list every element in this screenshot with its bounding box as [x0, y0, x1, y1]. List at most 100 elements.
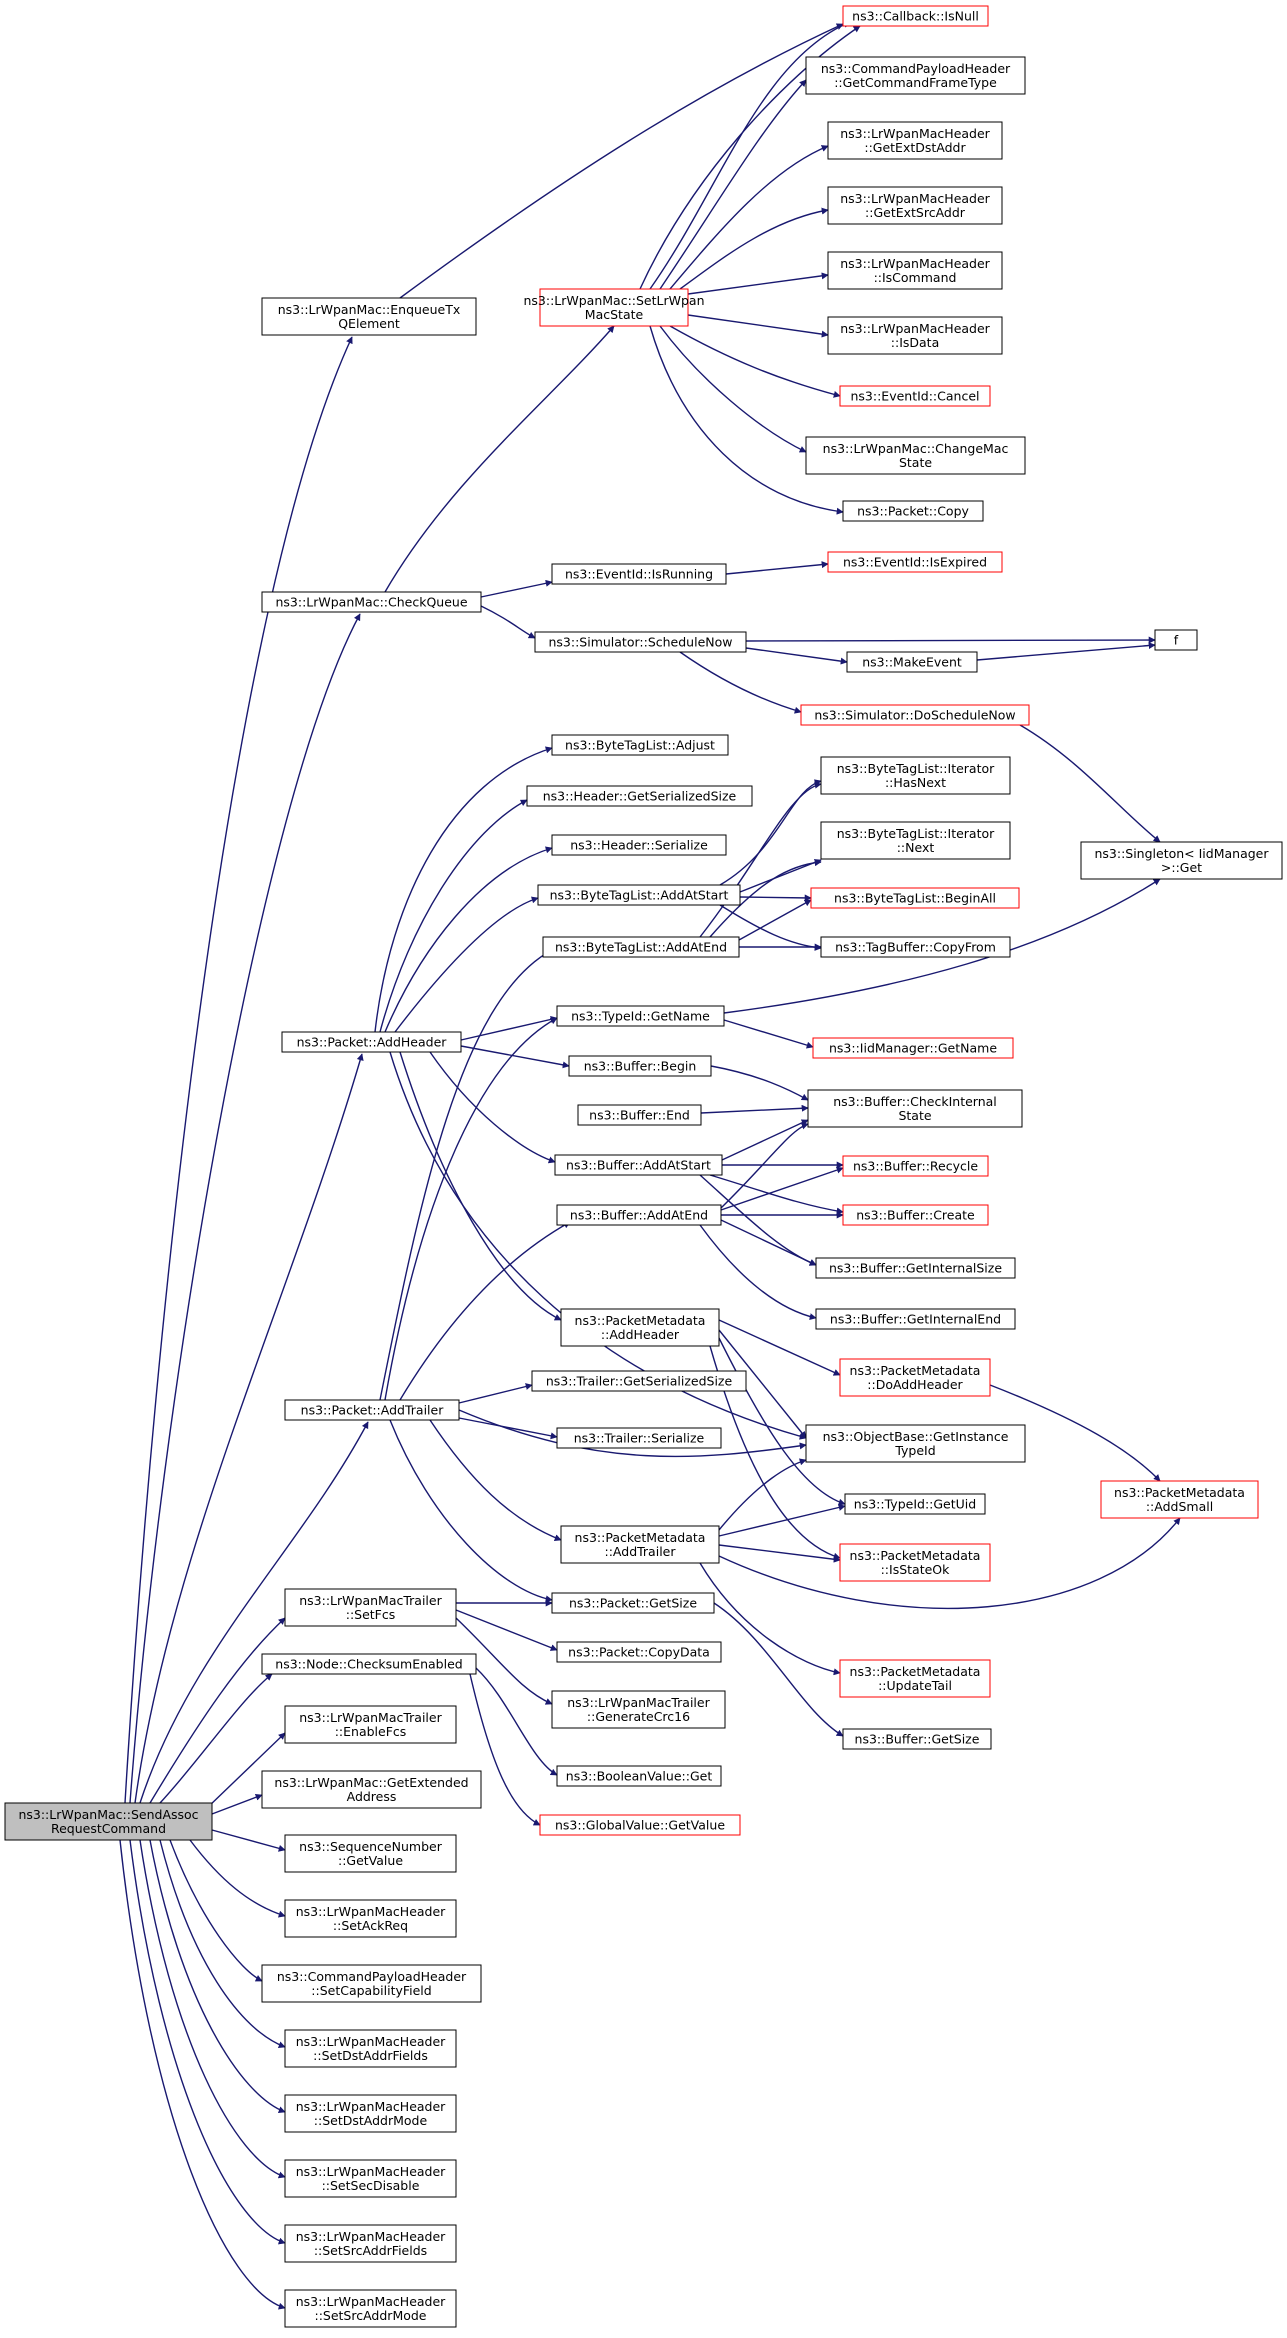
node-bufintend[interactable]: ns3::Buffer::GetInternalEnd	[815, 1308, 1016, 1330]
edge-addheader-to-pmaddheader	[399, 1051, 562, 1321]
edge-pmaddheader-to-pmdoaddheader	[718, 1319, 841, 1376]
node-iidgetname[interactable]: ns3::IidManager::GetName	[812, 1037, 1014, 1059]
node-globalget[interactable]: ns3::GlobalValue::GetValue	[539, 1814, 741, 1836]
node-checksum[interactable]: ns3::Node::ChecksumEnabled	[261, 1653, 477, 1675]
node-box	[839, 1543, 991, 1582]
node-label: ::IsCommand	[874, 270, 957, 285]
edge-checksum-to-globalget	[469, 1673, 541, 1826]
node-btladdend[interactable]: ns3::ByteTagList::AddAtEnd	[542, 936, 740, 958]
node-box	[284, 2094, 457, 2133]
node-pktcopydata[interactable]: ns3::Packet::CopyData	[556, 1641, 722, 1663]
node-label: ns3::Buffer::CheckInternal	[833, 1094, 997, 1109]
node-setcap[interactable]: ns3::CommandPayloadHeader::SetCapability…	[261, 1964, 482, 2003]
node-bufbegin[interactable]: ns3::Buffer::Begin	[568, 1055, 712, 1077]
node-getextdst[interactable]: ns3::LrWpanMacHeader::GetExtDstAddr	[827, 121, 1003, 160]
node-pmaddtrailer[interactable]: ns3::PacketMetadata::AddTrailer	[560, 1525, 720, 1564]
node-box	[551, 834, 727, 856]
node-tbcopyfrom[interactable]: ns3::TagBuffer::CopyFrom	[820, 936, 1011, 958]
node-singleton[interactable]: ns3::Singleton< IidManager >::Get	[1080, 841, 1283, 880]
node-bufintsize[interactable]: ns3::Buffer::GetInternalSize	[815, 1257, 1016, 1279]
node-schednow[interactable]: ns3::Simulator::ScheduleNow	[534, 631, 747, 653]
edge-root-to-setsecdisable	[139, 1839, 286, 2179]
node-pmdoaddheader[interactable]: ns3::PacketMetadata::DoAddHeader	[839, 1358, 991, 1397]
node-box	[284, 1399, 460, 1421]
node-label: ns3::LrWpanMacTrailer	[299, 1710, 442, 1725]
node-box	[810, 887, 1020, 909]
node-box	[827, 186, 1003, 225]
node-itnext_has[interactable]: ns3::ByteTagList::Iterator::HasNext	[820, 756, 1011, 795]
node-hdrsersize[interactable]: ns3::Header::GetSerializedSize	[526, 785, 753, 807]
node-box	[284, 2159, 457, 2198]
node-tidgetuid[interactable]: ns3::TypeId::GetUid	[844, 1493, 986, 1515]
node-box	[539, 288, 689, 327]
node-bufaddstart[interactable]: ns3::Buffer::AddAtStart	[554, 1154, 723, 1176]
edge-bufaddend-to-bufintsize	[720, 1219, 817, 1266]
edge-pktgetsize-to-bufgetsize	[713, 1602, 844, 1737]
node-evcancel[interactable]: ns3::EventId::Cancel	[839, 385, 991, 407]
edge-setstate-to-getextdst	[669, 145, 829, 290]
node-box	[844, 1493, 986, 1515]
node-label: ns3::Packet::AddHeader	[297, 1035, 448, 1050]
edge-bufaddend-to-bufintend	[699, 1224, 817, 1321]
node-pmaddheader[interactable]: ns3::PacketMetadata::AddHeader	[560, 1308, 720, 1347]
node-btladjust[interactable]: ns3::ByteTagList::Adjust	[551, 734, 729, 756]
node-addheader[interactable]: ns3::Packet::AddHeader	[281, 1031, 462, 1053]
node-hdrserialize[interactable]: ns3::Header::Serialize	[551, 834, 727, 856]
node-evisrunning[interactable]: ns3::EventId::IsRunning	[551, 563, 727, 585]
node-doschednow[interactable]: ns3::Simulator::DoScheduleNow	[800, 704, 1030, 726]
node-setdstmode[interactable]: ns3::LrWpanMacHeader::SetDstAddrMode	[284, 2094, 457, 2133]
node-setsecdisable[interactable]: ns3::LrWpanMacHeader::SetSecDisable	[284, 2159, 457, 2198]
node-isdata[interactable]: ns3::LrWpanMacHeader::IsData	[827, 316, 1003, 355]
node-setsrcmode[interactable]: ns3::LrWpanMacHeader::SetSrcAddrMode	[284, 2289, 457, 2328]
node-pktgetsize[interactable]: ns3::Packet::GetSize	[551, 1592, 715, 1614]
node-itnext[interactable]: ns3::ByteTagList::Iterator::Next	[820, 821, 1011, 860]
node-pmupdatetail[interactable]: ns3::PacketMetadata::UpdateTail	[839, 1659, 991, 1698]
node-label: ::SetDstAddrMode	[314, 2113, 428, 2128]
node-checkqueue[interactable]: ns3::LrWpanMac::CheckQueue	[261, 591, 482, 613]
node-label: ::GetCommandFrameType	[834, 75, 997, 90]
node-bufaddend[interactable]: ns3::Buffer::AddAtEnd	[556, 1204, 722, 1226]
node-box	[577, 1104, 702, 1126]
node-pmaddsmall[interactable]: ns3::PacketMetadata::AddSmall	[1100, 1480, 1259, 1519]
node-btladdstart[interactable]: ns3::ByteTagList::AddAtStart	[537, 884, 741, 906]
node-boolget[interactable]: ns3::BooleanValue::Get	[556, 1765, 722, 1787]
node-seqgetvalue[interactable]: ns3::SequenceNumber::GetValue	[284, 1834, 457, 1873]
node-box	[827, 551, 1003, 573]
node-trlsersize[interactable]: ns3::Trailer::GetSerializedSize	[531, 1370, 747, 1392]
node-bufend[interactable]: ns3::Buffer::End	[577, 1104, 702, 1126]
node-pktcopy[interactable]: ns3::Packet::Copy	[842, 500, 984, 522]
node-gencrc[interactable]: ns3::LrWpanMacTrailer::GenerateCrc16	[551, 1690, 726, 1729]
node-addtrailer[interactable]: ns3::Packet::AddTrailer	[284, 1399, 460, 1421]
node-label: >::Get	[1161, 860, 1202, 875]
node-enablefcs[interactable]: ns3::LrWpanMacTrailer::EnableFcs	[284, 1705, 457, 1744]
node-iscommand[interactable]: ns3::LrWpanMacHeader::IsCommand	[827, 251, 1003, 290]
node-label: ns3::LrWpanMacHeader	[840, 191, 990, 206]
node-btlbeginall[interactable]: ns3::ByteTagList::BeginAll	[810, 887, 1020, 909]
node-f[interactable]: f	[1154, 629, 1198, 651]
edge-root-to-setfcs	[149, 1617, 286, 1804]
node-pmisstateok[interactable]: ns3::PacketMetadata::IsStateOk	[839, 1543, 991, 1582]
node-setdstfields[interactable]: ns3::LrWpanMacHeader::SetDstAddrFields	[284, 2029, 457, 2068]
node-cbisnull[interactable]: ns3::Callback::IsNull	[842, 5, 989, 27]
node-getextsrc[interactable]: ns3::LrWpanMacHeader::GetExtSrcAddr	[827, 186, 1003, 225]
node-bufcreate[interactable]: ns3::Buffer::Create	[842, 1204, 989, 1226]
node-cmdgettype[interactable]: ns3::CommandPayloadHeader::GetCommandFra…	[805, 56, 1026, 95]
node-setfcs[interactable]: ns3::LrWpanMacTrailer::SetFcs	[284, 1588, 457, 1627]
node-evisexpired[interactable]: ns3::EventId::IsExpired	[827, 551, 1003, 573]
node-trlserialize[interactable]: ns3::Trailer::Serialize	[556, 1427, 722, 1449]
node-makeevent[interactable]: ns3::MakeEvent	[846, 651, 978, 673]
node-bufrecycle[interactable]: ns3::Buffer::Recycle	[842, 1155, 989, 1177]
node-tidgetname[interactable]: ns3::TypeId::GetName	[556, 1005, 725, 1027]
node-setackreq[interactable]: ns3::LrWpanMacHeader::SetAckReq	[284, 1899, 457, 1938]
node-label: ns3::LrWpanMacHeader	[296, 1904, 446, 1919]
node-bufgetsize[interactable]: ns3::Buffer::GetSize	[842, 1728, 992, 1750]
node-label: ns3::ByteTagList::AddAtStart	[550, 888, 729, 903]
node-setsrcfields[interactable]: ns3::LrWpanMacHeader::SetSrcAddrFields	[284, 2224, 457, 2263]
